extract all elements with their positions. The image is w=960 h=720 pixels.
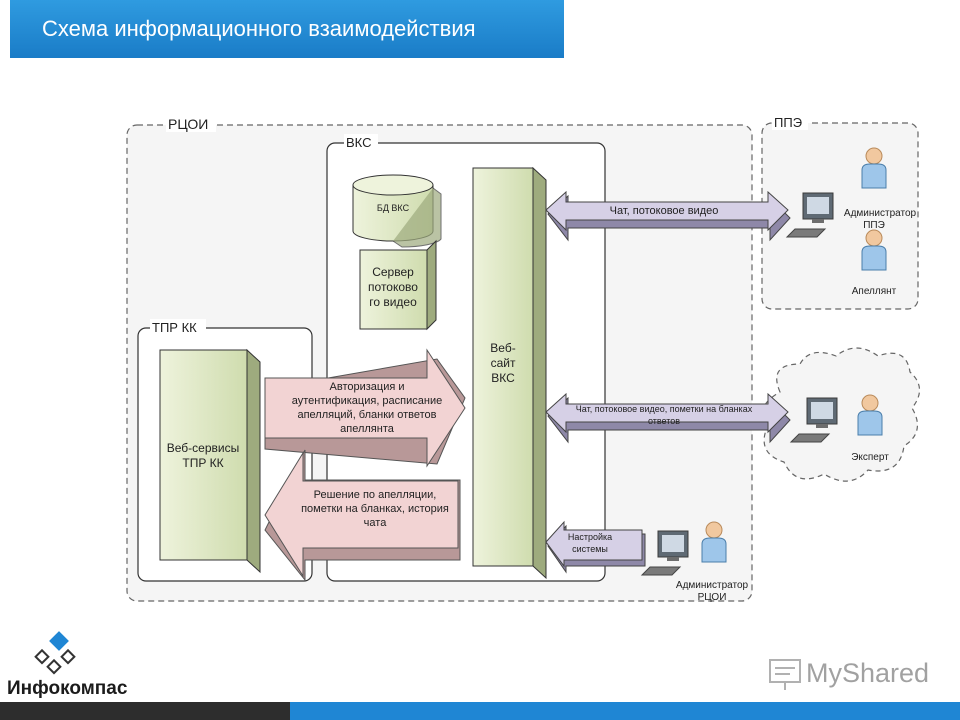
title-bar: Схема информационного взаимодействия [10,0,564,58]
appellant-label: Апеллянт [852,286,897,297]
auth-line-3: апелляций, бланки ответов [297,409,436,421]
settings-arrow [545,520,646,574]
admin-ppe-line-2: ППЭ [863,220,885,231]
auth-line-4: апеллянта [340,423,395,435]
website-line-2: сайт [491,356,516,370]
watermark-text: MyShared [806,658,930,688]
stream-server-line-2: потоково [368,280,418,294]
vks-zone-label: ВКС [346,135,372,150]
auth-line-2: аутентификация, расписание [292,395,442,407]
website-line-3: ВКС [491,371,515,385]
auth-line-1: Авторизация и [330,381,405,393]
footer-bar-dark [0,702,290,720]
expert-chat-arrow [545,392,791,444]
settings-line-1: Настройка [568,532,612,542]
logo-text: Инфокомпас [7,678,128,699]
stream-server-line-3: го видео [369,295,417,309]
expert-cloud [760,347,921,482]
web-services-line-1: Веб-сервисы [167,441,239,455]
settings-line-2: системы [572,544,608,554]
web-services-box [159,348,261,574]
expert-label: Эксперт [851,452,889,463]
admin-rcoi-line-2: РЦОИ [698,592,727,603]
expert-chat-line-2: ответов [648,416,680,426]
website-box [472,166,547,580]
database-label: БД ВКС [377,203,410,213]
tpr-kk-zone-label: ТПР КК [152,320,197,335]
auth-arrow [264,348,466,468]
logo-icon [34,631,76,675]
stream-server-line-1: Сервер [372,265,414,279]
decision-line-3: чата [364,517,388,529]
footer-bar-blue [290,702,960,720]
web-services-line-2: ТПР КК [182,456,223,470]
ppe-chat-arrow [545,190,791,242]
rcoi-zone-label: РЦОИ [168,116,208,132]
ppe-chat-label: Чат, потоковое видео [610,205,719,217]
decision-line-1: Решение по апелляции, [314,489,437,501]
stream-server-box [359,239,437,331]
database-icon [352,174,442,248]
admin-ppe-line-1: Администратор [844,208,917,219]
expert-chat-line-1: Чат, потоковое видео, пометки на бланках [576,404,753,414]
presentation-icon [769,659,801,690]
decision-arrow [264,449,461,582]
ppe-zone-label: ППЭ [774,115,802,130]
website-line-1: Веб- [490,341,515,355]
decision-line-2: пометки на бланках, история [301,503,449,515]
admin-rcoi-line-1: Администратор [676,580,749,591]
slide-title: Схема информационного взаимодействия [42,16,476,41]
